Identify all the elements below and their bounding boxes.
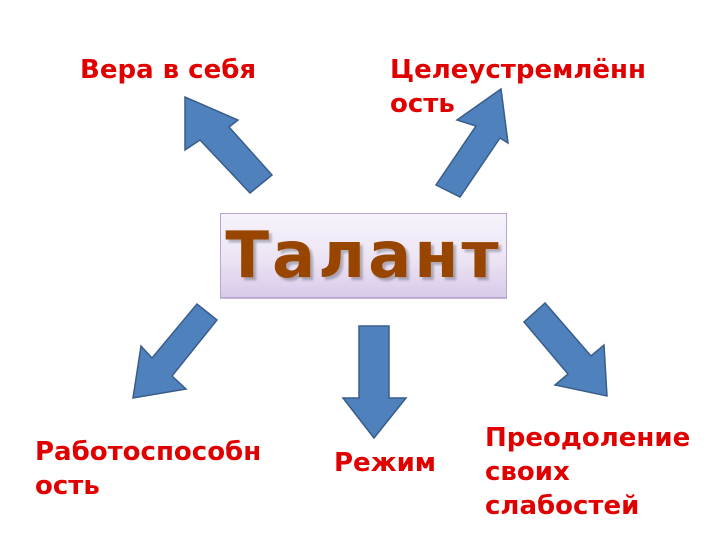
arrow-to-bottom-middle [341, 325, 408, 440]
label-bottom-right: Преодоление своих слабостей [485, 421, 720, 523]
label-top-left: Вера в себя [80, 53, 256, 87]
label-bottom-right-line-3: слабостей [485, 491, 640, 521]
label-bottom-left: Работоспособн ость [35, 435, 261, 503]
label-top-right-line-1: Целеустремлённ [390, 55, 646, 85]
label-bottom-middle: Режим [334, 446, 436, 480]
label-bottom-left-line-1: Работоспособн [35, 437, 262, 467]
label-top-left-line-1: Вера в себя [80, 55, 257, 85]
label-top-right-line-2: ость [390, 89, 455, 119]
arrow-to-top-left [184, 95, 274, 195]
center-title: Талант [225, 219, 502, 293]
arrow-to-bottom-right [522, 301, 608, 397]
label-top-right: Целеустремлённ ость [390, 53, 646, 121]
label-bottom-right-line-1: Преодоление [485, 423, 691, 453]
arrow-to-bottom-left [132, 302, 219, 399]
center-box: Талант [220, 213, 507, 298]
arrow-to-top-right [434, 87, 509, 198]
label-bottom-right-line-2: своих [485, 457, 570, 487]
label-bottom-left-line-2: ость [35, 471, 100, 501]
label-bottom-middle-line-1: Режим [334, 448, 437, 478]
